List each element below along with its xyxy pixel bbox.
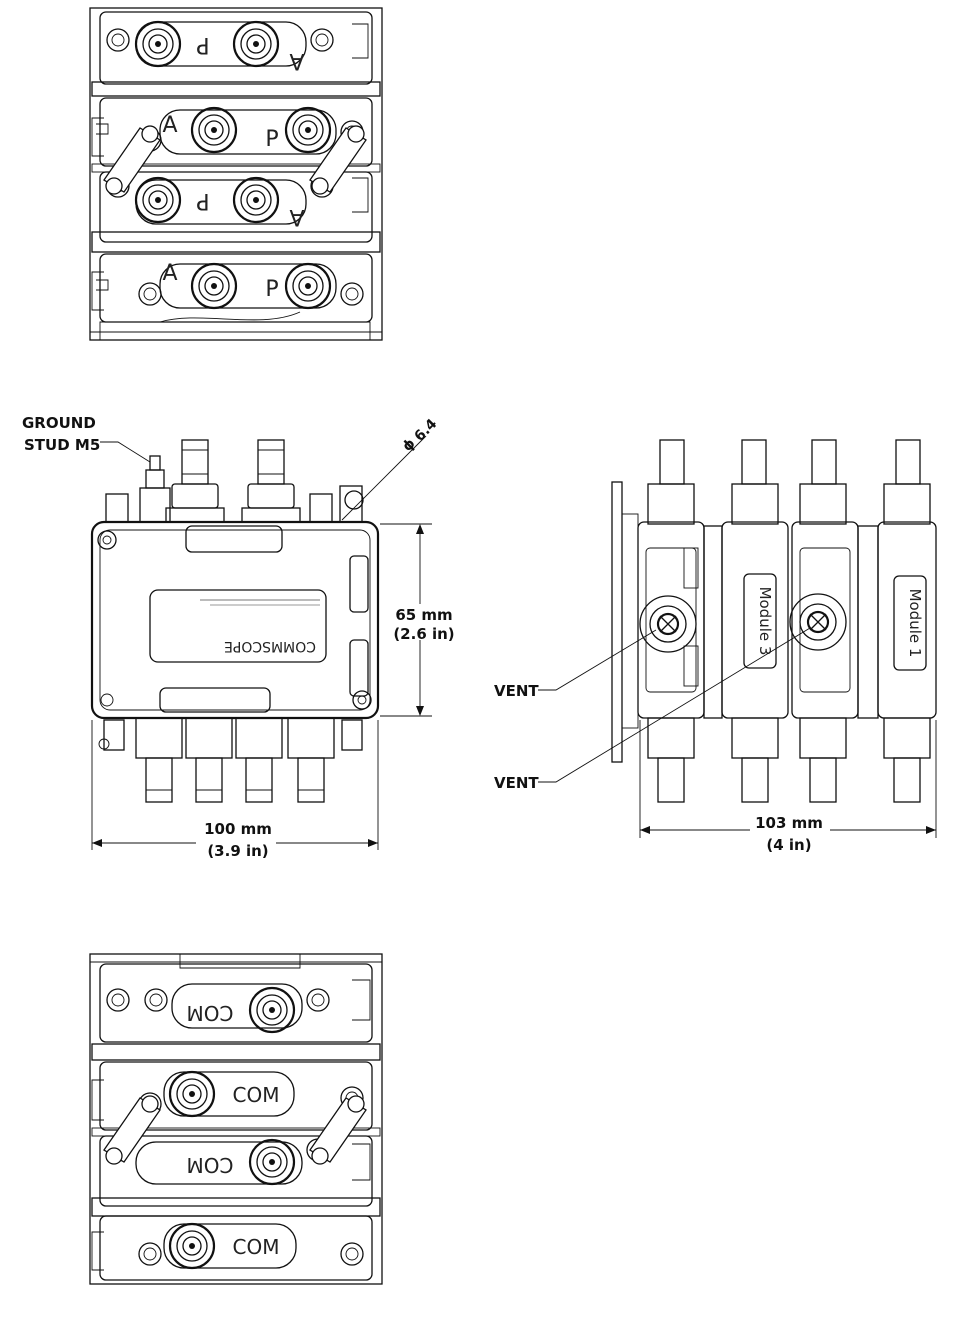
module-1-label: Module 1 <box>906 589 924 658</box>
n-connector-bottom <box>883 717 931 803</box>
link-bracket <box>309 125 367 195</box>
label-plate <box>149 589 327 663</box>
side-module-1: Module 1 <box>877 521 937 719</box>
vent-icon <box>639 595 697 653</box>
n-connector-bottom <box>799 717 847 803</box>
depth-dimension-in: (4 in) <box>766 836 811 854</box>
n-connector-top <box>165 439 225 523</box>
enclosure-body <box>90 520 380 720</box>
top-view: P A A P <box>89 7 383 341</box>
side-module-2 <box>791 521 859 719</box>
depth-dimension-mm: 103 mm <box>755 814 823 832</box>
bottom-module-4: COM <box>91 1215 373 1281</box>
n-connector-bottom <box>235 717 283 803</box>
n-connector-top <box>647 439 695 525</box>
height-dimension-in: (2.6 in) <box>393 625 454 643</box>
port-label-com: COM <box>233 1235 280 1259</box>
link-bracket <box>103 125 161 195</box>
coax-port-icon <box>134 176 182 224</box>
leader-line <box>100 441 151 463</box>
module-3-label-plate <box>743 573 777 669</box>
module-1-label-plate <box>893 575 927 671</box>
module-3-label: Module 3 <box>756 587 774 656</box>
leader-line <box>538 627 811 783</box>
n-connector-bottom <box>185 717 233 803</box>
coax-port-icon <box>284 262 332 310</box>
coax-port-icon <box>232 176 280 224</box>
top-module-2: A P <box>91 97 381 173</box>
port-label-a: A <box>289 204 304 229</box>
side-lug <box>309 493 333 523</box>
n-connector-bottom <box>135 717 183 803</box>
coax-port-icon <box>284 106 332 154</box>
coax-port-icon <box>168 1222 216 1270</box>
top-view-frame <box>89 7 383 341</box>
bottom-view-frame <box>89 953 383 1285</box>
vent-label-1: VENT <box>494 682 539 700</box>
ground-stud-label-1: GROUND <box>22 414 96 432</box>
brand-logo: COMMSCOPE <box>224 638 316 654</box>
port-label-p: P <box>196 188 209 213</box>
port-label-p: P <box>265 127 278 152</box>
vent-label-2: VENT <box>494 774 539 792</box>
port-label-com: COM <box>233 1083 280 1107</box>
bottom-view: COM COM <box>89 953 383 1285</box>
port-label-p: P <box>196 32 209 57</box>
bottom-module-2: COM <box>91 1061 381 1137</box>
port-label-a: A <box>162 261 177 286</box>
side-module-3: Module 3 <box>721 521 789 719</box>
vent-icon <box>789 593 847 651</box>
ground-stud-label-2: STUD M5 <box>24 436 100 454</box>
n-connector-top <box>241 439 301 523</box>
port-label-a: A <box>289 48 304 73</box>
diameter-label: 6.4 <box>412 416 441 445</box>
leader-line <box>538 629 657 691</box>
link-bracket <box>309 1095 367 1165</box>
coax-port-icon <box>232 20 280 68</box>
coax-port-icon <box>168 1070 216 1118</box>
n-connector-top <box>883 439 931 525</box>
n-connector-bottom <box>731 717 779 803</box>
top-module-4: A P <box>91 253 373 323</box>
n-connector-bottom <box>287 717 335 803</box>
bottom-module-1: COM <box>91 963 381 1061</box>
coax-port-icon <box>190 106 238 154</box>
width-dimension-in: (3.9 in) <box>207 842 268 860</box>
link-bracket <box>103 1095 161 1165</box>
port-label-com: COM <box>187 1001 234 1025</box>
front-view: COMMSCOPE GROUND STUD M5 ϕ <box>22 414 455 860</box>
top-module-1: P A <box>91 11 381 97</box>
bottom-module-3: COM <box>91 1135 381 1217</box>
leader-line <box>341 435 427 521</box>
coax-port-icon <box>248 1138 296 1186</box>
port-label-a: A <box>162 113 177 138</box>
width-dimension-mm: 100 mm <box>204 820 272 838</box>
coax-port-icon <box>190 262 238 310</box>
side-view: Module 3 Module 1 <box>494 439 937 854</box>
n-connector-top <box>731 439 779 525</box>
top-module-3: P A <box>91 171 381 253</box>
n-connector-top <box>799 439 847 525</box>
height-dimension-mm: 65 mm <box>395 606 452 624</box>
coax-port-icon <box>248 986 296 1034</box>
mounting-plate <box>611 481 623 763</box>
port-label-com: COM <box>187 1153 234 1177</box>
coax-port-icon <box>134 20 182 68</box>
side-lug <box>105 493 129 523</box>
n-connector-bottom <box>647 717 695 803</box>
side-module-4 <box>637 521 705 719</box>
port-label-p: P <box>265 277 278 302</box>
